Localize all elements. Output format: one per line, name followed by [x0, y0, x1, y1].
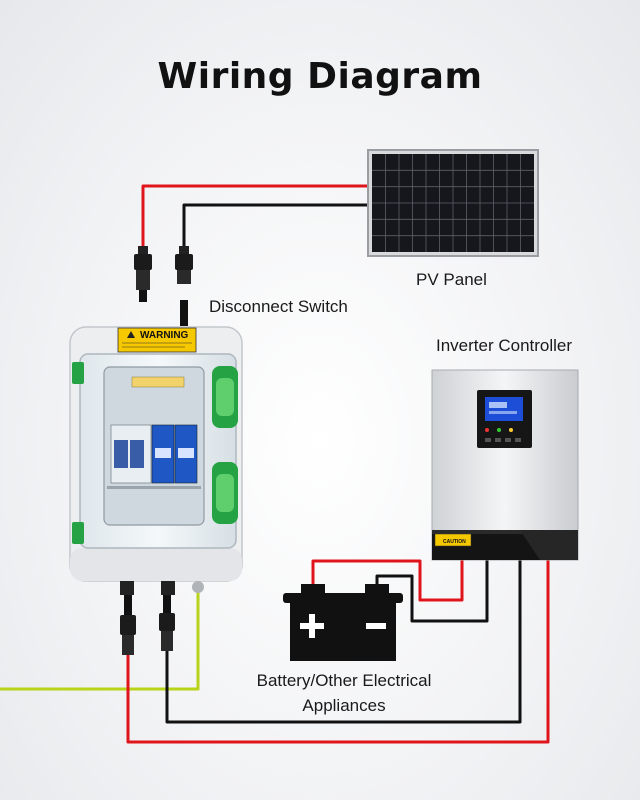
warning-label-text: WARNING	[140, 330, 189, 341]
cable-gland-1	[120, 581, 134, 595]
mc4-connector-positive-bottom	[120, 595, 136, 655]
dc-breaker	[110, 424, 152, 484]
caution-label-text: CAUTION	[443, 539, 466, 545]
lcd-screen	[485, 397, 523, 421]
disconnect-switch-label: Disconnect Switch	[209, 297, 348, 316]
pv-negative-wire	[182, 203, 370, 250]
battery-label-line1: Battery/Other Electrical	[256, 671, 432, 690]
led-indicator	[485, 428, 489, 432]
ground-wire	[0, 590, 200, 691]
output-positive-wire	[126, 560, 550, 744]
latch-bottom-left	[72, 522, 84, 544]
battery-negative-wire	[375, 560, 489, 623]
output-negative-wire	[165, 560, 522, 724]
inverter-controller: CAUTION	[431, 369, 579, 561]
wires	[0, 184, 550, 744]
pv-panel-label: PV Panel	[416, 270, 487, 289]
caution-label: CAUTION	[434, 533, 472, 547]
page-title: Wiring Diagram	[157, 56, 483, 97]
battery-label: Battery/Other Electrical Appliances	[246, 668, 442, 718]
disconnect-switch-box: WARNING	[69, 326, 243, 595]
warning-label: WARNING	[117, 327, 197, 353]
pv-positive-wire	[141, 184, 370, 250]
vent-plug	[192, 581, 204, 593]
mc4-connector-positive-top	[134, 246, 152, 302]
battery-icon	[283, 584, 403, 661]
latch-top-left	[72, 362, 84, 384]
mc4-connectors-bottom	[120, 595, 175, 655]
mc4-connector-negative-bottom	[159, 595, 175, 651]
mc4-connector-negative-top	[175, 246, 193, 326]
surge-protector	[151, 424, 198, 484]
cable-gland-2	[161, 581, 175, 595]
mc4-connectors-top	[134, 246, 193, 326]
pv-cell-grid	[372, 154, 534, 252]
battery-label-line2: Appliances	[302, 696, 386, 715]
pv-panel	[367, 149, 539, 257]
battery-positive-wire	[311, 559, 464, 602]
inverter-controller-label: Inverter Controller	[436, 336, 573, 355]
